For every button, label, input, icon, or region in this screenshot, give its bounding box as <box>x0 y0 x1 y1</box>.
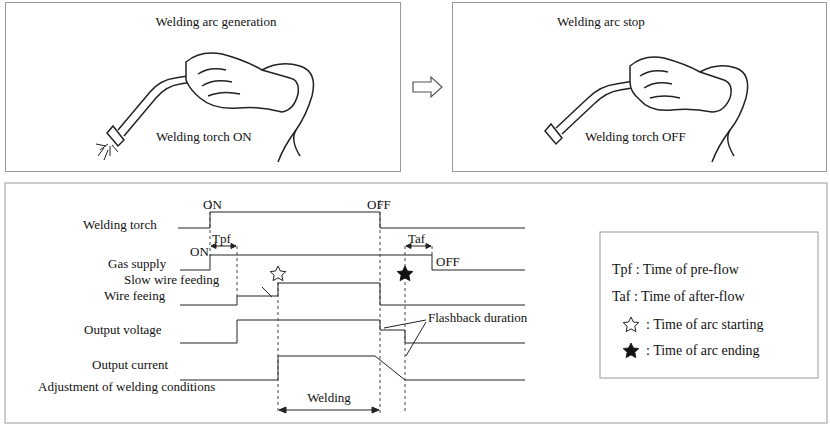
current-signal <box>180 356 525 380</box>
signal-label: ON <box>190 245 209 260</box>
legend-star <box>622 342 640 360</box>
signal-label: ON <box>203 198 222 213</box>
signal-label: Gas supply <box>108 257 166 272</box>
panel-caption: Welding torch ON <box>156 130 252 145</box>
legend-star <box>622 316 640 334</box>
flow-arrow <box>413 77 442 97</box>
legend-entry: Taf : Time of after-flow <box>612 289 745 305</box>
torch-illustration-on <box>107 53 314 162</box>
signal-label: Slow wire feeding <box>124 273 219 288</box>
gas-signal <box>180 255 525 270</box>
arc-end-star <box>397 266 413 281</box>
panel-title: Welding arc stop <box>557 15 645 30</box>
torch-signal <box>178 212 525 228</box>
signal-label: Output voltage <box>84 323 162 338</box>
signal-label: Welding <box>307 391 351 406</box>
legend-entry: : Time of arc starting <box>646 317 763 333</box>
timing-panel <box>5 183 827 423</box>
signal-label: Wire feeing <box>104 289 165 304</box>
arc-start-star <box>270 266 286 281</box>
signal-label: Taf <box>408 232 425 247</box>
signal-label: Tpf <box>212 232 231 247</box>
time-markers <box>210 200 432 414</box>
illustration-panel: Welding arc generationWelding torch ON <box>5 2 401 172</box>
torch-illustration-off <box>545 57 748 162</box>
signal-label: Adjustment of welding conditions <box>38 380 215 395</box>
legend-entry: : Time of arc ending <box>646 343 760 359</box>
signal-label: OFF <box>367 198 391 213</box>
wire-signal <box>180 283 525 305</box>
panel-caption: Welding torch OFF <box>585 130 686 145</box>
signal-label: OFF <box>436 255 460 270</box>
waveforms <box>178 212 525 380</box>
legend-entry: Tpf : Time of pre-flow <box>612 262 739 278</box>
legend-frame <box>600 232 818 378</box>
arc-sparks <box>96 144 118 160</box>
signal-label: Flashback duration <box>428 311 527 326</box>
dimension-arrows <box>211 244 431 414</box>
signal-label: Welding torch <box>83 218 157 233</box>
illustration-panel: Welding arc stopWelding torch OFF <box>452 2 827 172</box>
panel-title: Welding arc generation <box>156 15 277 30</box>
signal-label: Output current <box>92 358 168 373</box>
